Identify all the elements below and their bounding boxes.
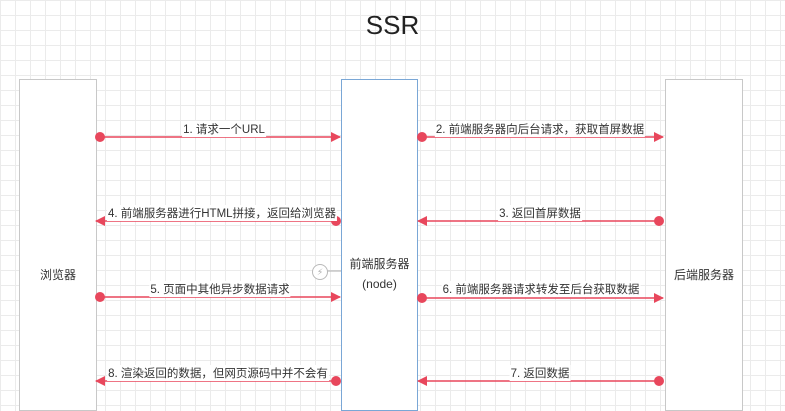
lane-browser-label: 浏览器: [39, 268, 76, 282]
message-arrow-8[interactable]: [95, 376, 341, 386]
message-label-2: 2. 前端服务器向后台请求，获取首屏数据: [434, 121, 646, 137]
power-icon[interactable]: ⚡: [312, 264, 328, 280]
message-label-1: 1. 请求一个URL: [182, 121, 266, 137]
message-label-7: 7. 返回数据: [509, 365, 571, 381]
message-arrow-7[interactable]: [417, 376, 664, 386]
lane-frontend-label: 前端服务器: [349, 257, 410, 271]
lane-backend-label: 后端服务器: [673, 268, 734, 282]
lane-frontend-server[interactable]: 前端服务器 (node): [341, 79, 418, 411]
message-label-4: 4. 前端服务器进行HTML拼接，返回给浏览器: [106, 205, 338, 221]
message-label-6: 6. 前端服务器请求转发至后台获取数据: [441, 281, 641, 297]
lane-frontend-sublabel: (node): [362, 277, 397, 291]
message-arrow-5[interactable]: [95, 292, 341, 302]
message-label-5: 5. 页面中其他异步数据请求: [149, 281, 291, 297]
message-arrow-2[interactable]: [417, 132, 664, 142]
message-arrow-1[interactable]: [95, 132, 341, 142]
message-arrow-3[interactable]: [417, 216, 664, 226]
message-label-8: 8. 渲染返回的数据，但网页源码中并不会有: [107, 365, 329, 381]
arrows-layer: [95, 132, 664, 386]
message-label-3: 3. 返回首屏数据: [498, 205, 582, 221]
lane-backend-server[interactable]: 后端服务器: [665, 79, 743, 411]
message-arrow-6[interactable]: [417, 293, 664, 303]
lane-browser[interactable]: 浏览器: [19, 79, 97, 411]
diagram-title: SSR: [365, 10, 420, 40]
